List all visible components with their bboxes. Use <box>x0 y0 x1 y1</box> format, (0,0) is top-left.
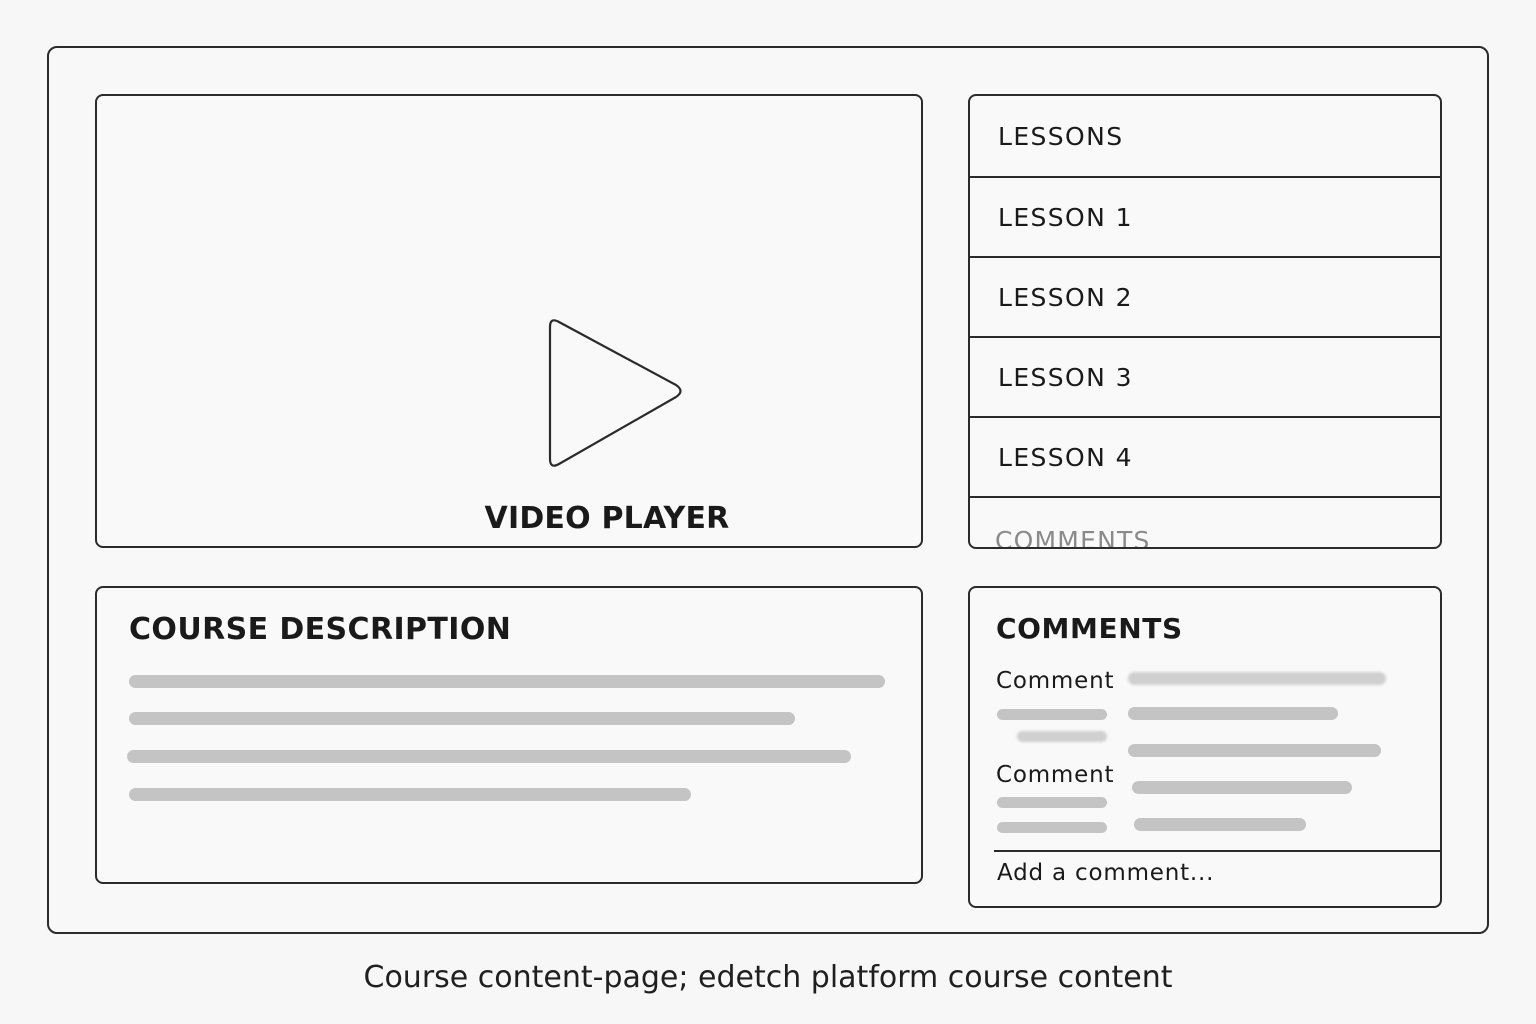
lesson-item-2[interactable]: LESSON 2 <box>970 258 1440 338</box>
video-player[interactable]: VIDEO PLAYER <box>95 94 923 548</box>
comments-panel: COMMENTS Comment Comment Add a comment..… <box>968 586 1442 908</box>
comments-title: COMMENTS <box>996 612 1183 645</box>
add-comment-input[interactable]: Add a comment... <box>994 850 1440 906</box>
description-text-line <box>129 712 795 725</box>
lesson-item-4[interactable]: LESSON 4 <box>970 418 1440 498</box>
play-icon[interactable] <box>540 315 685 475</box>
comment-meta-line <box>1017 731 1107 742</box>
lesson-item-1[interactable]: LESSON 1 <box>970 178 1440 258</box>
description-text-line <box>129 675 885 688</box>
lessons-header: LESSONS <box>970 96 1440 178</box>
course-description-title: COURSE DESCRIPTION <box>129 612 512 647</box>
description-text-line <box>129 788 691 801</box>
comment-author: Comment <box>996 762 1115 788</box>
comment-text-line <box>1128 707 1338 720</box>
page-caption: Course content-page; edetch platform cou… <box>363 960 1173 995</box>
comment-meta-line <box>997 709 1107 720</box>
description-text-line <box>127 750 851 763</box>
lessons-overflow-label: COMMENTS <box>995 526 1151 549</box>
comment-text-line <box>1134 818 1306 831</box>
comment-text-line <box>1132 781 1352 794</box>
comment-text-line <box>1128 672 1386 685</box>
comment-meta-line <box>997 797 1107 808</box>
course-description-panel: COURSE DESCRIPTION <box>95 586 923 884</box>
lesson-item-3[interactable]: LESSON 3 <box>970 338 1440 418</box>
comment-meta-line <box>997 822 1107 833</box>
video-player-label: VIDEO PLAYER <box>484 501 730 536</box>
comment-text-line <box>1128 744 1381 757</box>
lessons-panel: LESSONS LESSON 1 LESSON 2 LESSON 3 LESSO… <box>968 94 1442 549</box>
comment-author: Comment <box>996 668 1115 694</box>
